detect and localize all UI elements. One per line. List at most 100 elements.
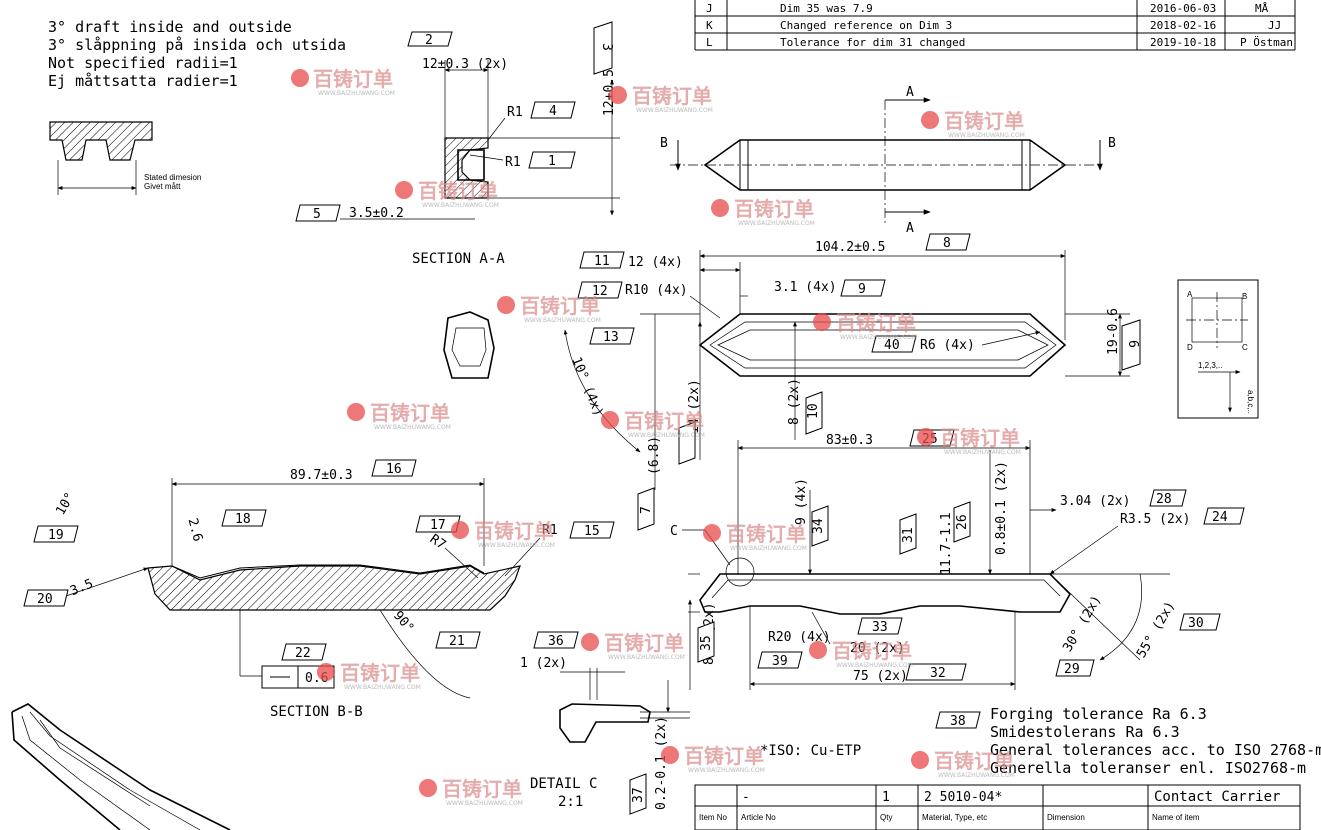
dim-19: 19-0.6 (1106, 308, 1121, 355)
tag-15-text: 15 (584, 524, 600, 539)
svg-text:WWW.BAIZHUWANG.COM: WWW.BAIZHUWANG.COM (938, 772, 1015, 779)
tag-4-text: 4 (549, 104, 557, 119)
tag-7 (637, 487, 655, 531)
watermark: 百铸订单 WWW.BAIZHUWANG.COM (609, 84, 713, 114)
tag-38-text: 38 (950, 714, 966, 729)
revision-table: J Dim 35 was 7.9 2016-06-03 MÅ K Changed… (694, 0, 1296, 51)
dim-0-2-2x: 0.2-0.1 (2x) (654, 716, 669, 810)
dim-r3-5: R3.5 (2x) (1120, 512, 1190, 527)
dim-9-4x: 9 (4x) (794, 478, 809, 525)
tag-40-text: 40 (884, 338, 900, 353)
svg-text:百铸订单: 百铸订单 (940, 426, 1020, 450)
legend-c: C (1242, 343, 1248, 352)
tag-10 (805, 391, 823, 435)
dim-r1-inner: R1 (505, 155, 521, 170)
tag-11 (579, 251, 625, 269)
watermark: 百铸订单 WWW.BAIZHUWANG.COM (347, 401, 451, 431)
svg-text:WWW.BAIZHUWANG.COM: WWW.BAIZHUWANG.COM (840, 334, 917, 341)
detail-c: 36 1 (2x) 0.2-0.1 (2x) 37 DETAIL C 2:1 (520, 631, 690, 815)
tag-14-box (678, 421, 696, 465)
dim-14-2x: 14 (2x) (687, 379, 702, 434)
detail-c-scale: 2:1 (558, 794, 583, 810)
tag-1 (528, 151, 576, 169)
svg-text:WWW.BAIZHUWANG.COM: WWW.BAIZHUWANG.COM (608, 654, 685, 661)
watermark: 百铸订单 WWW.BAIZHUWANG.COM (395, 179, 499, 209)
dim-6-8: (6.8) (647, 436, 662, 475)
tag-10-text: 10 (806, 403, 821, 419)
tag-39-text: 39 (772, 654, 788, 669)
svg-text:百铸订单: 百铸订单 (832, 639, 912, 663)
header-qty: Qty (880, 813, 892, 822)
section-mark-a-bottom: A (906, 221, 914, 236)
watermark: 百铸订单 WWW.BAIZHUWANG.COM (291, 67, 395, 97)
detail-c-circle (725, 557, 755, 587)
material-note: *ISO: Cu-ETP (760, 743, 861, 759)
dim-angle-10-4x: 10° (4x) (568, 355, 605, 419)
dim-r1: R1 (542, 523, 558, 538)
legend-letters: a,b,c,.. (1246, 390, 1255, 414)
rev-date: 2019-10-18 (1150, 36, 1216, 49)
svg-text:WWW.BAIZHUWANG.COM: WWW.BAIZHUWANG.COM (524, 317, 601, 324)
tag-6 (1121, 319, 1141, 371)
header-material: Material, Type, etc (922, 813, 987, 822)
tag-30-text: 30 (1188, 616, 1204, 631)
tag-13-text: 13 (603, 330, 619, 345)
tag-32-text: 32 (930, 666, 946, 681)
title-block: - 1 2 5010-04* Contact Carrier Item No A… (694, 784, 1301, 830)
tag-3-text: 3 (599, 43, 614, 51)
watermark: 百铸订单 WWW.BAIZHUWANG.COM (921, 109, 1025, 139)
svg-text:百铸订单: 百铸订单 (734, 197, 814, 221)
stated-dimension-label: Stated dimesion (144, 173, 201, 182)
svg-text:百铸订单: 百铸订单 (520, 294, 600, 318)
header-item-no: Item No (699, 813, 728, 822)
header-name: Name of item (1152, 813, 1200, 822)
tag-40 (871, 335, 917, 353)
svg-text:百铸订单: 百铸订单 (624, 409, 704, 433)
tag-9-text: 9 (858, 282, 866, 297)
section-b-b-title: SECTION B-B (270, 704, 363, 720)
svg-text:WWW.BAIZHUWANG.COM: WWW.BAIZHUWANG.COM (628, 432, 705, 439)
note-general-tol: General tolerances acc. to ISO 2768-m (990, 741, 1321, 759)
tag-22 (281, 643, 327, 661)
rev-letter: K (706, 19, 713, 32)
section-mark-b-right: B (1108, 136, 1116, 151)
top-view: A A B B (660, 85, 1116, 236)
svg-text:百铸订单: 百铸订单 (726, 522, 806, 546)
svg-text:WWW.BAIZHUWANG.COM: WWW.BAIZHUWANG.COM (344, 684, 421, 691)
given-dimension-label: Givet mått (144, 182, 181, 191)
tag-26 (953, 501, 971, 543)
tag-30 (1179, 613, 1221, 631)
tag-20-text: 20 (37, 592, 53, 607)
dim-0-8: 0.8±0.1 (2x) (994, 461, 1009, 555)
qty-value: 1 (882, 790, 890, 805)
dim-20-2x: 20 (2x) (850, 641, 905, 656)
dim-8-2x: 8 (2x) (787, 378, 802, 425)
tolerance-notes: 38 Forging tolerance Ra 6.3 Smidestolera… (935, 705, 1321, 777)
tag-35 (697, 621, 715, 663)
detail-c-title: DETAIL C (530, 776, 597, 792)
part-name: Contact Carrier (1154, 789, 1280, 805)
svg-text:WWW.BAIZHUWANG.COM: WWW.BAIZHUWANG.COM (374, 424, 451, 431)
grid-legend: A B D C 1,2,3,.. a,b,c,.. (1177, 279, 1259, 419)
dim-angle-55: 55° (2x) (1134, 599, 1178, 661)
rev-text: Changed reference on Dim 3 (780, 19, 952, 32)
tag-32 (905, 663, 967, 681)
watermarks: 百铸订单 WWW.BAIZHUWANG.COM 百铸订单 WWW.BAIZHUW… (291, 67, 1025, 807)
watermark: 百铸订单 WWW.BAIZHUWANG.COM (317, 661, 421, 691)
svg-text:WWW.BAIZHUWANG.COM: WWW.BAIZHUWANG.COM (636, 107, 713, 114)
isometric-view (11, 703, 231, 830)
end-view (443, 311, 495, 379)
svg-text:WWW.BAIZHUWANG.COM: WWW.BAIZHUWANG.COM (422, 202, 499, 209)
rev-sign: MÅ (1255, 2, 1269, 15)
dim-angle-30: 30° (2x) (1060, 593, 1104, 655)
dim-1-2x: 1 (2x) (520, 656, 567, 671)
dim-3-04: 3.04 (2x) (1060, 494, 1130, 509)
tag-19 (33, 525, 79, 543)
dim-75-2x: 75 (2x) (853, 669, 908, 684)
watermark: 百铸订单 WWW.BAIZHUWANG.COM (601, 409, 705, 439)
svg-text:百铸订单: 百铸订单 (442, 777, 522, 801)
tag-28 (1149, 489, 1187, 507)
note-smides: Smidestolerans Ra 6.3 (990, 723, 1180, 741)
legend-numbers: 1,2,3,.. (1198, 361, 1222, 370)
